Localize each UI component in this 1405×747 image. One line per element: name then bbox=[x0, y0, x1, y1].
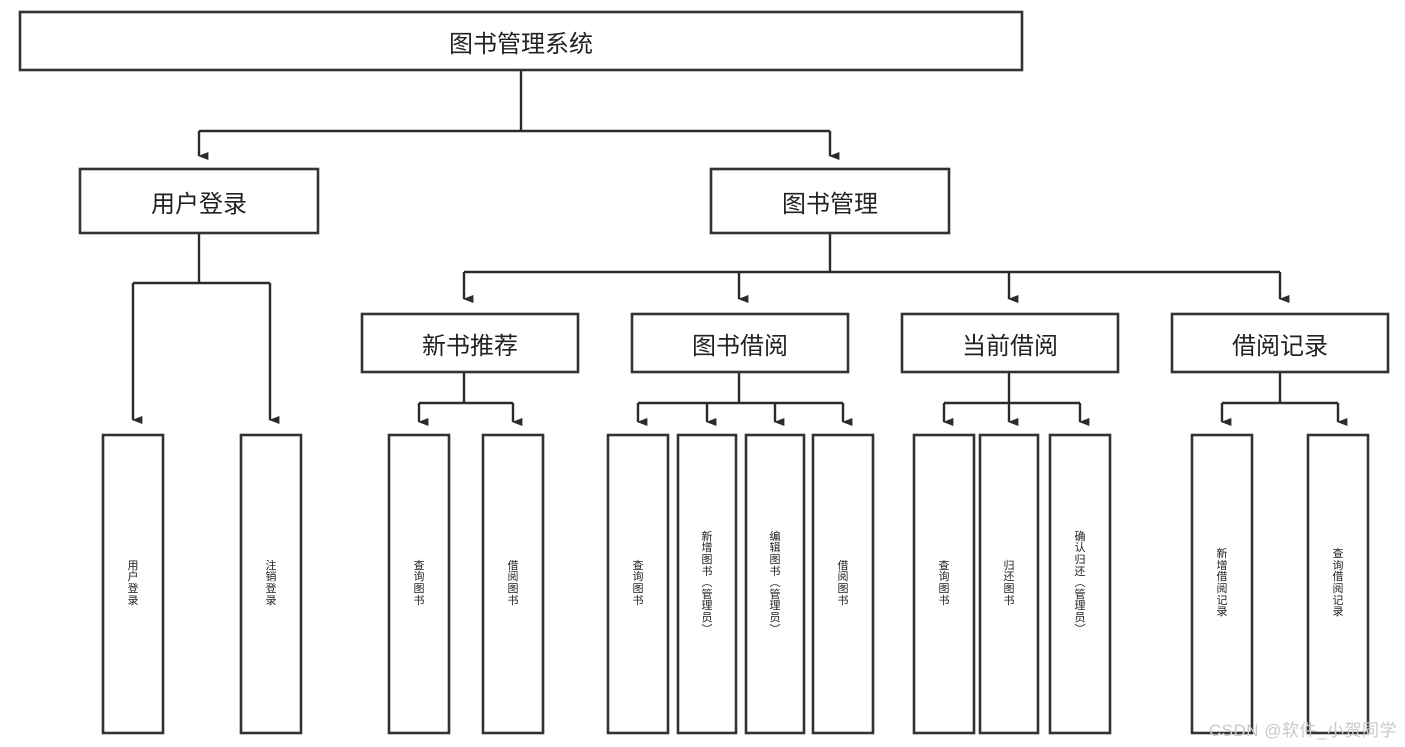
connector-group-root bbox=[197, 70, 840, 161]
node-leaf-edit-book[interactable] bbox=[744, 433, 806, 735]
node-new-book-recommend[interactable] bbox=[360, 312, 580, 374]
connector-group-book-borrow bbox=[636, 373, 853, 427]
node-leaf-query-book-1[interactable] bbox=[387, 433, 451, 735]
node-user-login[interactable] bbox=[78, 167, 320, 235]
node-borrow-record[interactable] bbox=[1170, 312, 1390, 374]
node-leaf-query-book-2[interactable] bbox=[606, 433, 670, 735]
node-leaf-confirm-return[interactable] bbox=[1048, 433, 1112, 735]
connector-group-borrow-record bbox=[1220, 373, 1348, 427]
node-leaf-user-logout[interactable] bbox=[239, 433, 303, 735]
node-current-borrow[interactable] bbox=[900, 312, 1120, 374]
node-leaf-borrow-book-1[interactable] bbox=[481, 433, 545, 735]
connector-group-book-manage bbox=[462, 234, 1290, 304]
node-leaf-query-book-3[interactable] bbox=[912, 433, 976, 735]
node-book-manage[interactable] bbox=[709, 167, 951, 235]
node-leaf-add-record[interactable] bbox=[1190, 433, 1254, 735]
connector-group-user-login bbox=[131, 234, 280, 425]
connector-group-new-book-recommend bbox=[417, 373, 523, 427]
node-leaf-borrow-book-2[interactable] bbox=[811, 433, 875, 735]
node-leaf-user-login[interactable] bbox=[101, 433, 165, 735]
node-leaf-query-record[interactable] bbox=[1306, 433, 1370, 735]
csdn-watermark: CSDN @软件_小贺同学 bbox=[1208, 721, 1397, 740]
connector-group-current-borrow bbox=[942, 373, 1090, 427]
node-book-borrow[interactable] bbox=[630, 312, 850, 374]
node-root[interactable] bbox=[18, 10, 1024, 72]
node-leaf-add-book[interactable] bbox=[676, 433, 738, 735]
node-leaf-return-book[interactable] bbox=[978, 433, 1040, 735]
